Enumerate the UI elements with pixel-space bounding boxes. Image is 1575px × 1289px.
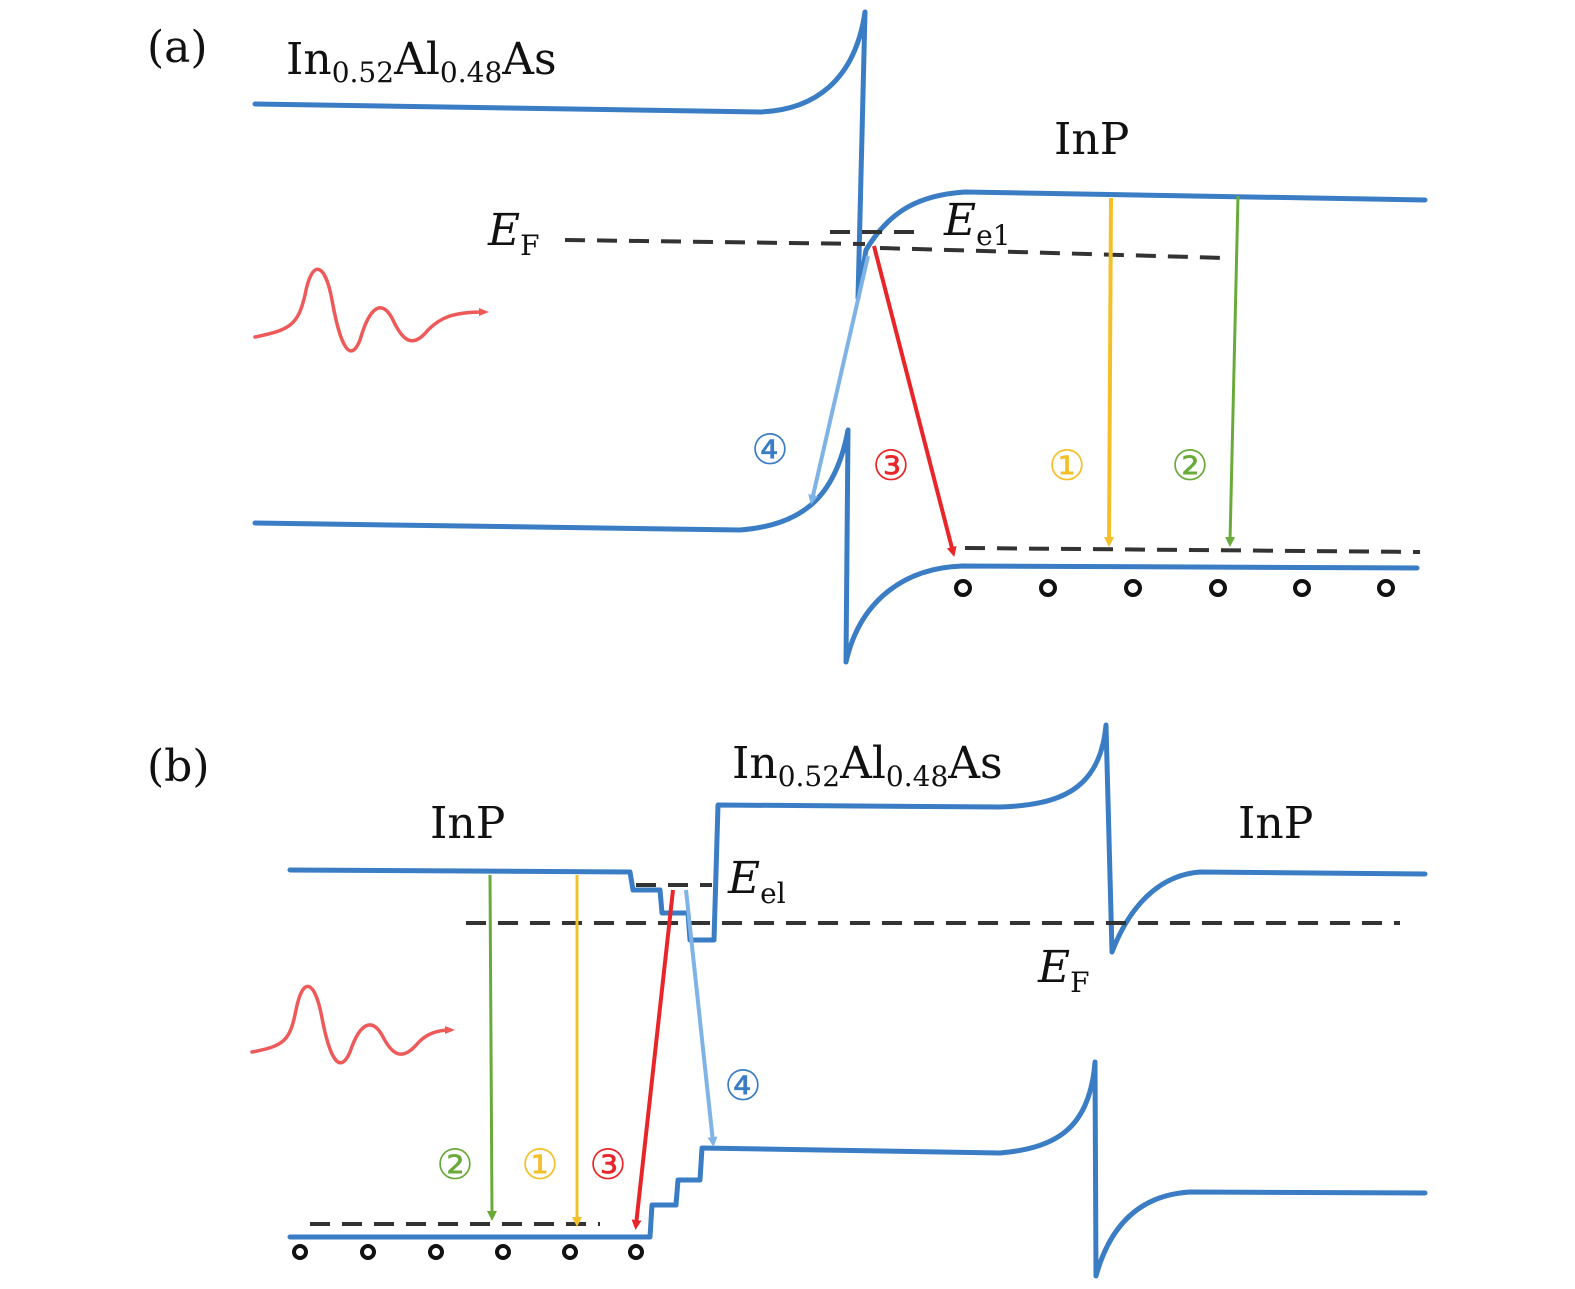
hole-icon: [628, 1244, 644, 1260]
hole-icon: [360, 1244, 376, 1260]
panel-a-marker-2: ②: [1171, 441, 1209, 490]
panel-b-holes: [292, 1244, 644, 1260]
panel-b-right-label: InP: [1238, 798, 1313, 849]
panel-b-transition-2-arrow: [486, 874, 497, 1221]
hole-icon: [1209, 579, 1227, 597]
panel-b-left-label: InP: [430, 798, 505, 849]
panel-b-tag: (b): [147, 741, 210, 792]
panel-a-holes: [954, 579, 1395, 597]
panel-b-transition-3-arrow: [631, 889, 675, 1230]
panel-a: (a) In0.52Al0.48As InP EF Ee1 ① ② ③ ④: [147, 9, 1428, 665]
panel-a-tag: (a): [147, 22, 208, 73]
panel-b-marker-4: ④: [724, 1061, 762, 1110]
panel-b-marker-2: ②: [436, 1140, 474, 1189]
panel-a-transition-2-arrow: [1225, 195, 1240, 547]
panel-a-transition-3-arrow: [872, 245, 957, 557]
hole-icon: [1293, 579, 1311, 597]
panel-b-valence-band: [287, 1059, 1428, 1279]
panel-b-fermi-label: EF: [1037, 942, 1090, 999]
panel-b-transition-4-arrow: [684, 889, 718, 1147]
hole-icon: [954, 579, 972, 597]
panel-b-conduction-band: [287, 722, 1428, 955]
hole-icon: [1124, 579, 1142, 597]
hole-icon: [562, 1244, 578, 1260]
hole-icon: [495, 1244, 511, 1260]
panel-b-marker-3: ③: [589, 1140, 627, 1189]
panel-a-conduction-band: [252, 9, 1428, 301]
panel-a-barrier-label: In0.52Al0.48As: [286, 34, 557, 89]
panel-a-marker-3: ③: [872, 441, 910, 490]
panel-a-fermi-level: [564, 238, 1226, 260]
panel-b-photon-wave-icon: [250, 984, 455, 1065]
panel-a-hole-level: [964, 546, 1421, 554]
panel-a-fermi-label: EF: [487, 205, 540, 262]
hole-icon: [1039, 579, 1057, 597]
hole-icon: [1377, 579, 1395, 597]
hole-icon: [428, 1244, 444, 1260]
panel-b: (b) In0.52Al0.48As InP InP Eel EF ② ① ③ …: [147, 722, 1428, 1279]
hole-icon: [292, 1244, 308, 1260]
panel-a-valence-band: [252, 427, 1420, 665]
panel-a-transition-1-arrow: [1104, 197, 1115, 547]
panel-a-marker-1: ①: [1048, 441, 1086, 490]
panel-a-marker-4: ④: [751, 425, 789, 474]
panel-a-photon-wave-icon: [253, 267, 489, 353]
panel-a-level-label: Ee1: [943, 195, 1011, 252]
panel-b-marker-1: ①: [521, 1140, 559, 1189]
panel-a-well-label: InP: [1054, 114, 1129, 165]
panel-b-barrier-label: In0.52Al0.48As: [732, 738, 1003, 793]
panel-b-level-label: Eel: [727, 853, 786, 910]
panel-a-transition-4-arrow: [808, 255, 870, 505]
